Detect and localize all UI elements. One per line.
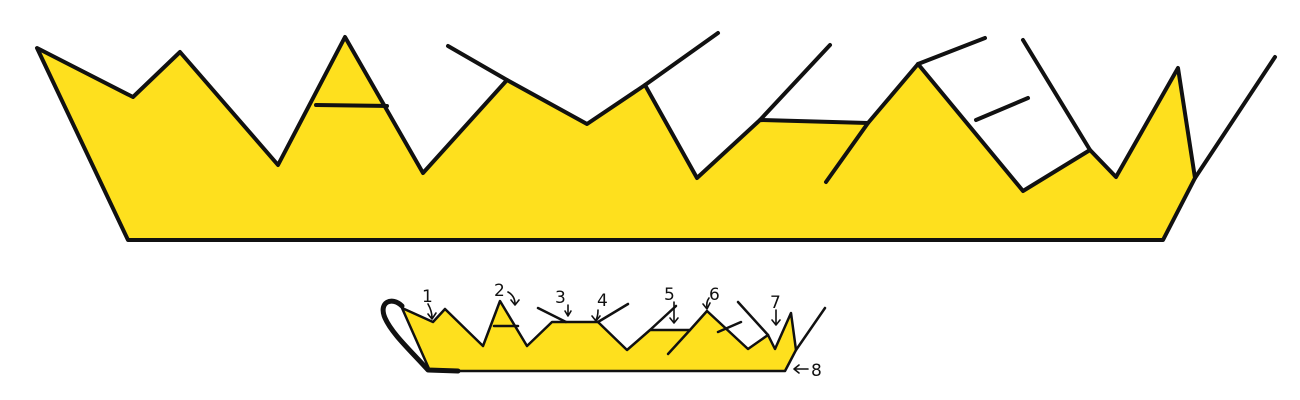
large-crown-fold-line-e xyxy=(916,36,987,66)
small-crown-fold-line-d xyxy=(666,328,692,356)
small-crown-fold-line-g xyxy=(794,306,827,352)
label-5: 5 xyxy=(664,285,675,305)
large-crown-fill xyxy=(37,37,1195,240)
small-crown: 1 2 3 4 5 6 7 8 xyxy=(380,281,827,381)
label-8: 8 xyxy=(811,361,822,381)
large-crown-fold-line-d xyxy=(824,121,870,184)
arrow-8 xyxy=(793,364,809,374)
large-crown-fold-line-c xyxy=(758,43,832,122)
large-crown-fold-line-a xyxy=(446,44,509,82)
arrow-4 xyxy=(591,309,601,322)
arrow-2 xyxy=(507,291,520,306)
arrow-7 xyxy=(771,309,781,326)
label-2: 2 xyxy=(494,281,505,301)
label-7: 7 xyxy=(770,293,781,313)
small-crown-fold-line-e xyxy=(716,320,743,334)
label-1: 1 xyxy=(422,287,433,307)
small-crown-fold-line-b xyxy=(596,302,630,324)
arrow-6 xyxy=(702,297,711,310)
small-crown-fold-line-f xyxy=(736,300,770,337)
large-crown-fold-line-b xyxy=(643,31,720,87)
large-crown-fold-line-h xyxy=(1193,55,1277,180)
small-crown-fold-line-a xyxy=(536,306,568,324)
small-crown-fold-line-c xyxy=(648,304,678,332)
label-4: 4 xyxy=(597,291,608,311)
arrow-5 xyxy=(669,301,679,324)
large-crown-peak-crease xyxy=(314,103,389,108)
small-crown-fill xyxy=(402,301,796,371)
arrow-1 xyxy=(427,303,437,320)
large-crown-fold-line-g xyxy=(1021,38,1092,152)
label-3: 3 xyxy=(555,288,566,308)
arrow-3 xyxy=(564,304,572,317)
label-6: 6 xyxy=(709,285,720,305)
large-crown-fold-line-f xyxy=(974,96,1030,122)
large-crown xyxy=(35,31,1277,242)
curled-edge-mark xyxy=(380,298,461,374)
